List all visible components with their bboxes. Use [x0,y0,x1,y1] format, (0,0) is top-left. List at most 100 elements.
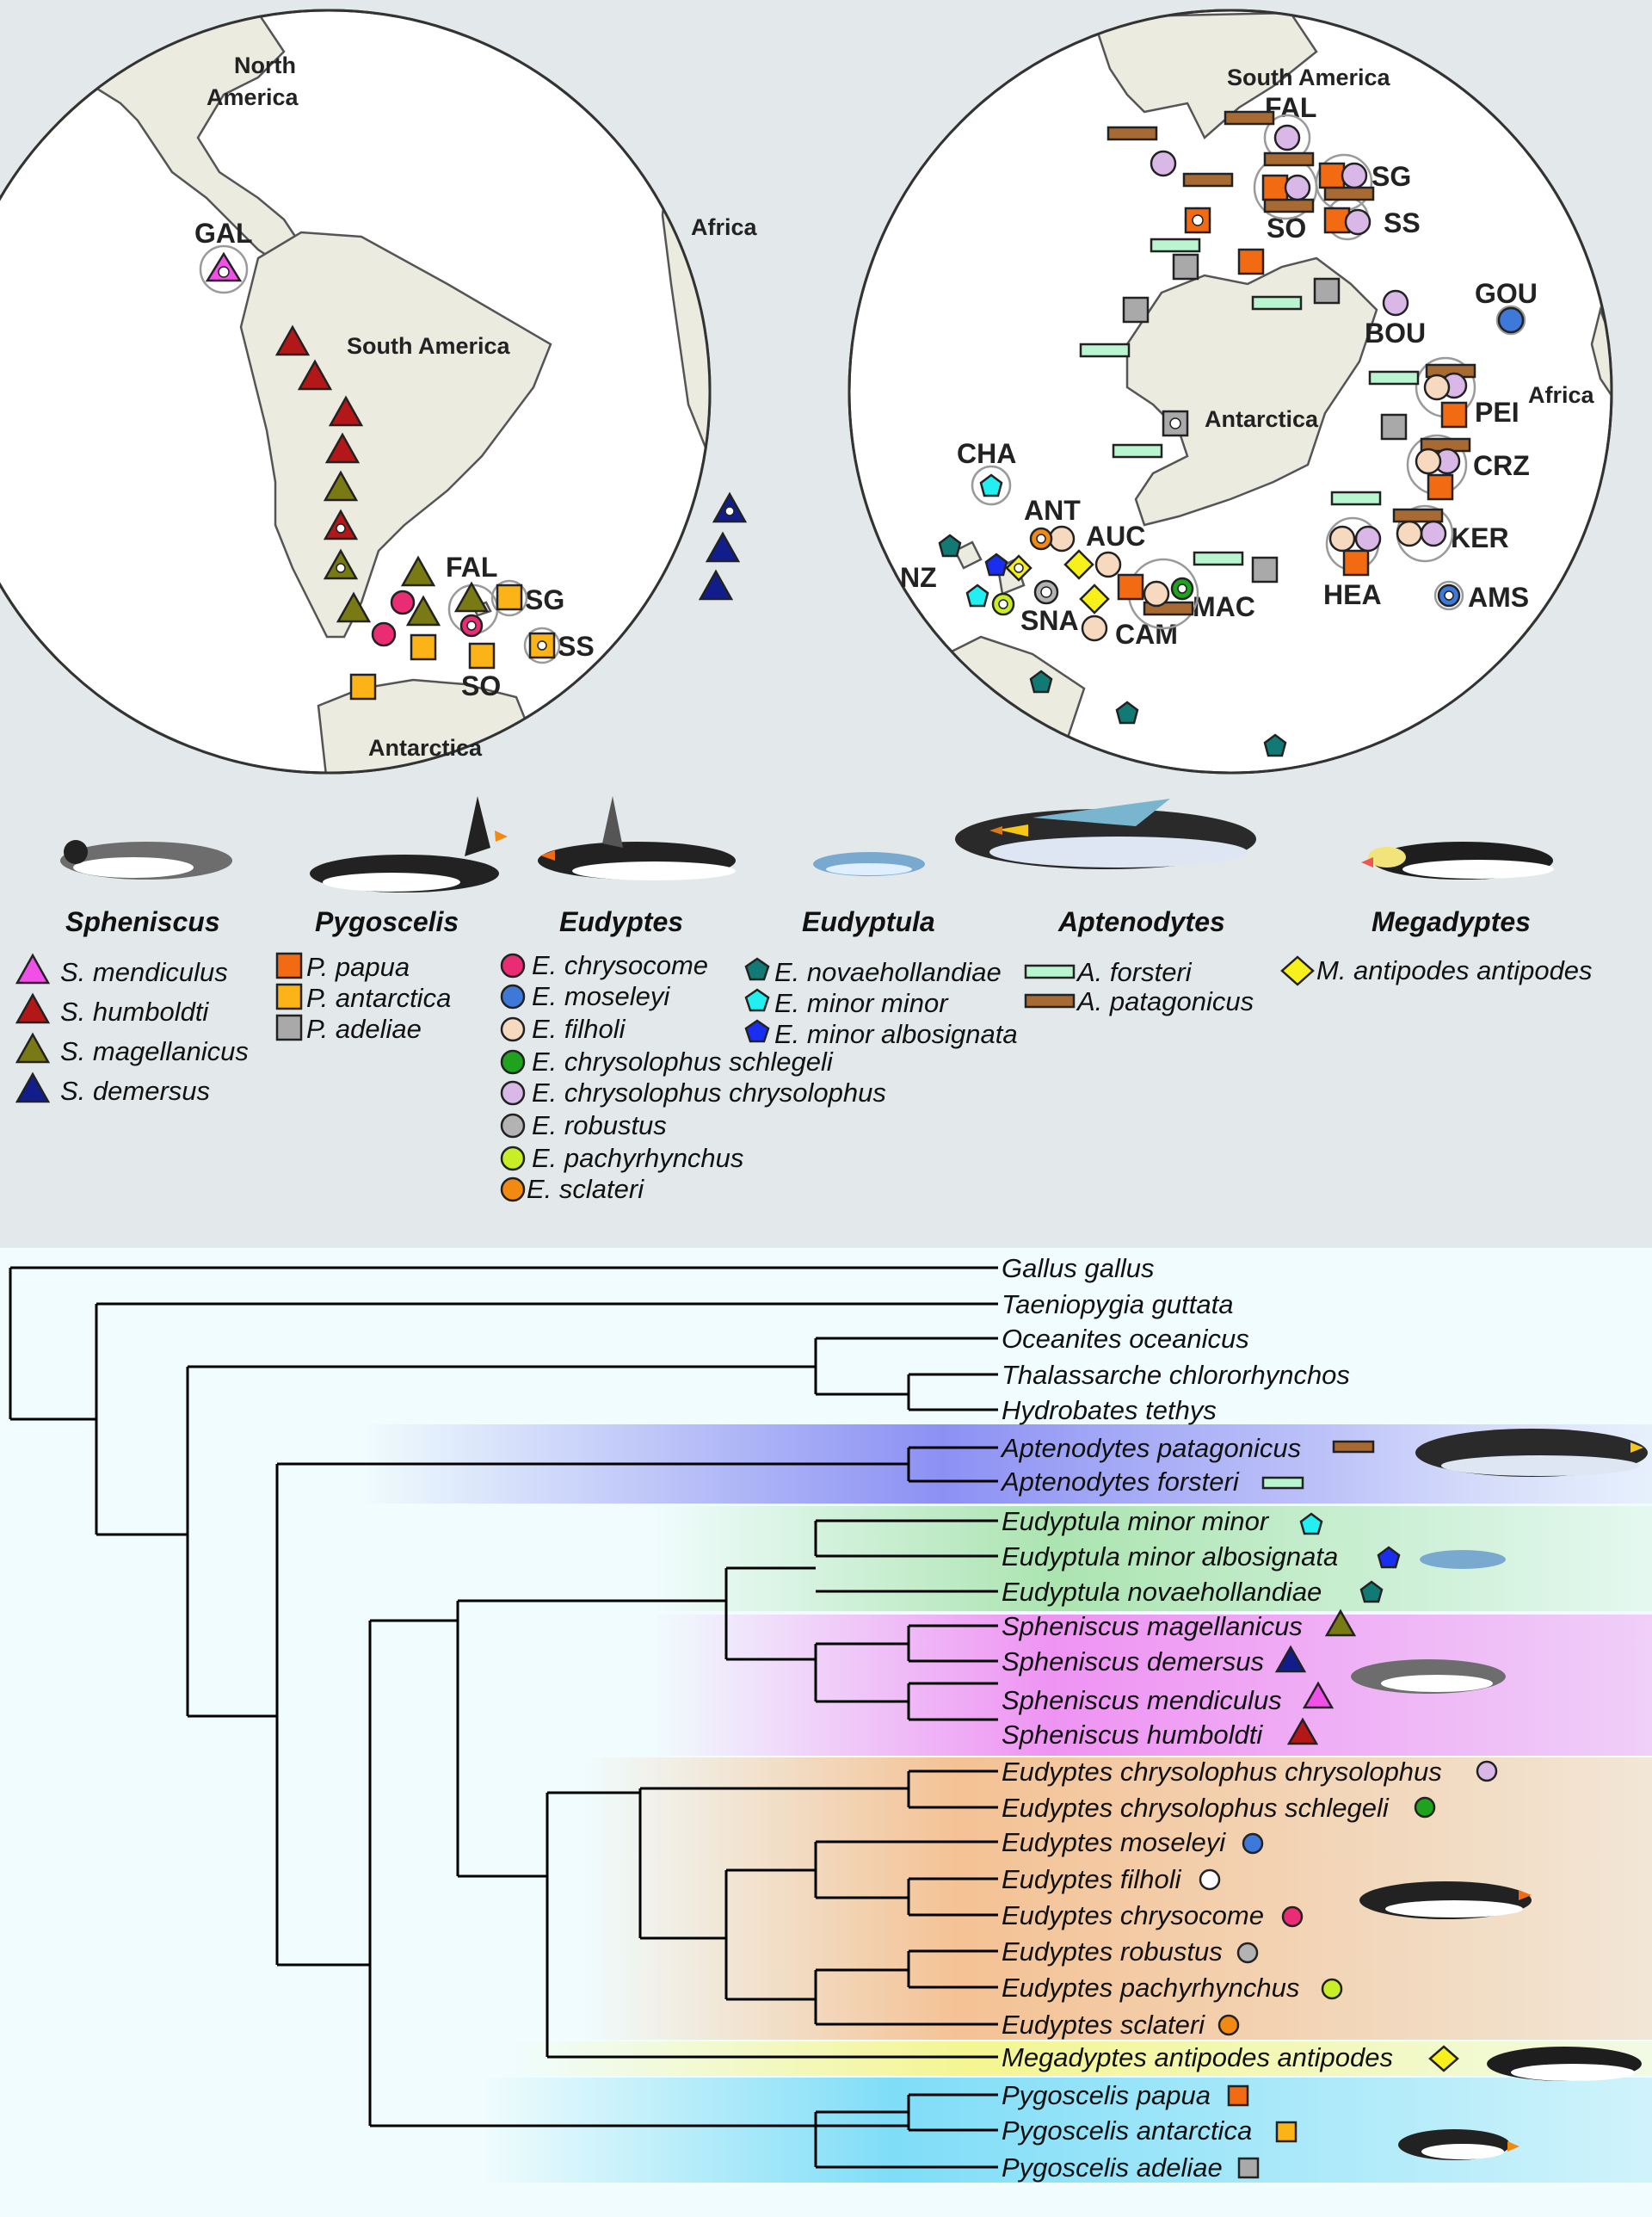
tip-s-demersus: Spheniscus demersus [1002,1646,1264,1677]
label-africa: Africa [691,214,758,240]
tip-a-patagonicus: Aptenodytes patagonicus [1000,1433,1301,1463]
eudyptula-silhouette-icon [813,852,925,876]
label-south-america: South America [347,333,511,359]
spheniscus-tree-silhouette-icon [1351,1659,1506,1694]
antarctica-marker [468,642,496,670]
tip-p-adeliae: Pygoscelis adeliae [1002,2152,1223,2183]
label-north-america: North [234,52,296,78]
eudyptes-silhouette-icon [538,796,736,880]
antarctica-marker [410,633,437,661]
label-ams: AMS [1468,582,1529,613]
tip-s-humboldti: Spheniscus humboldti [1002,1720,1263,1750]
legend-p-papua: P. papua [306,952,410,982]
tip-eudyptula-novaehollandiae: Eudyptula novaehollandiae [1002,1577,1322,1607]
label-gou: GOU [1475,278,1538,309]
phylogeny: Gallus gallus Taeniopygia guttata Oceani… [9,1253,1652,2183]
tip-p-papua: Pygoscelis papua [1002,2080,1211,2110]
antarctica-marker [349,673,377,701]
magellanicus-marker [453,581,490,613]
legend-e-sclateri: E. sclateri [527,1174,644,1204]
label-antarctica-r: Antarctica [1205,406,1319,432]
humboldti-marker [297,359,333,391]
tip-e-sclateri: Eudyptes sclateri [1002,2010,1205,2040]
magellanicus-marker [323,470,359,502]
magellanicus-marker [336,591,372,623]
tip-p-antarctica: Pygoscelis antarctica [1002,2115,1252,2146]
tip-thalassarche: Thalassarche chlororhynchos [1002,1360,1350,1390]
left-globe: North America South America Africa Antar… [0,9,758,775]
chrysocome-marker [390,590,416,615]
label-so: SO [461,670,501,701]
demersus-marker [698,569,734,601]
genus-eudyptula: Eudyptula [802,906,935,937]
tip-a-forsteri: Aptenodytes forsteri [1000,1467,1240,1497]
legend-m-antipodes: M. antipodes antipodes [1316,955,1593,985]
sg-highlight [490,579,528,617]
legend-e-pachyrhynchus: E. pachyrhynchus [532,1143,743,1173]
new-zealand-land [953,540,1026,596]
tip-e-robustus: Eudyptes robustus [1002,1936,1223,1967]
label-ss-r: SS [1384,207,1421,238]
magellanicus-marker [405,595,441,627]
aptenodytes-tree-silhouette-icon [1415,1429,1648,1477]
south-america-land-r [1091,11,1318,140]
label-pei: PEI [1475,397,1519,428]
legend-e-filholi: E. filholi [532,1014,626,1044]
humboldti-marker [328,395,364,427]
magellanicus-marker [400,555,436,587]
genus-aptenodytes: Aptenodytes [1057,906,1225,937]
label-north-america-2: America [206,84,299,110]
label-ker: KER [1451,522,1509,553]
label-gal: GAL [194,218,253,249]
chrysocome-marker [371,621,397,647]
genus-megadyptes: Megadyptes [1372,906,1531,937]
label-fal: FAL [446,552,497,583]
megadyptes-silhouette-icon [1361,842,1554,880]
eudyptula-tree-silhouette-icon [1420,1550,1506,1569]
tip-e-chrysocome: Eudyptes chrysocome [1002,1900,1264,1930]
label-crz: CRZ [1473,450,1530,481]
tip-gallus: Gallus gallus [1002,1253,1154,1283]
legend-s-demersus: S. demersus [60,1076,210,1106]
pygoscelis-silhouette-icon [310,796,508,892]
tip-e-chrysolophus: Eudyptes chrysolophus chrysolophus [1002,1757,1442,1787]
tip-e-moseleyi: Eudyptes moseleyi [1002,1827,1226,1857]
tip-s-magellanicus: Spheniscus magellanicus [1002,1611,1303,1641]
eudyptes-tree-silhouette-icon [1359,1881,1532,1919]
band-megadyptes [516,2041,1652,2076]
ss-highlight [523,627,561,664]
spheniscus-silhouette-icon [60,840,232,880]
legend-e-robustus: E. robustus [532,1110,667,1140]
aptenodytes-silhouette-icon [955,799,1256,869]
genus-spheniscus: Spheniscus [65,906,220,937]
tip-oceanites: Oceanites oceanicus [1002,1324,1249,1354]
legend-p-adeliae: P. adeliae [306,1014,422,1044]
legend-e-chrysolophus: E. chrysolophus chrysolophus [532,1078,886,1108]
tip-e-pachyrhynchus: Eudyptes pachyrhynchus [1002,1973,1299,2003]
label-south-america-r: South America [1227,65,1391,90]
label-ant: ANT [1024,495,1081,526]
label-antarctica: Antarctica [368,735,483,761]
tip-megadyptes: Megadyptes antipodes antipodes [1002,2042,1393,2072]
africa-land-r [1590,306,1612,416]
label-ss: SS [558,631,595,662]
tip-s-mendiculus: Spheniscus mendiculus [1002,1685,1282,1715]
legend-s-mendiculus: S. mendiculus [60,957,228,987]
legend-p-antarctica: P. antarctica [306,983,451,1013]
label-hea: HEA [1323,579,1382,610]
label-bou: BOU [1365,318,1426,349]
humboldti-marker [324,432,361,464]
label-cha: CHA [957,438,1016,469]
label-nz: NZ [900,562,937,593]
tip-eudyptula-minor: Eudyptula minor minor [1002,1506,1270,1536]
label-sna: SNA [1020,605,1079,636]
legend-e-novaehollandiae: E. novaehollandiae [774,957,1002,987]
legend-e-minor-albosignata: E. minor albosignata [774,1019,1018,1049]
pygoscelis-tree-silhouette-icon [1398,2129,1519,2160]
moseleyi-marker [1497,306,1525,334]
megadyptes-tree-silhouette-icon [1487,2047,1642,2081]
legend: Spheniscus Pygoscelis Eudyptes Eudyptula… [15,796,1593,1204]
label-auc: AUC [1086,521,1145,552]
right-globe: South America Africa Antarctica FAL SG S… [848,9,1613,775]
